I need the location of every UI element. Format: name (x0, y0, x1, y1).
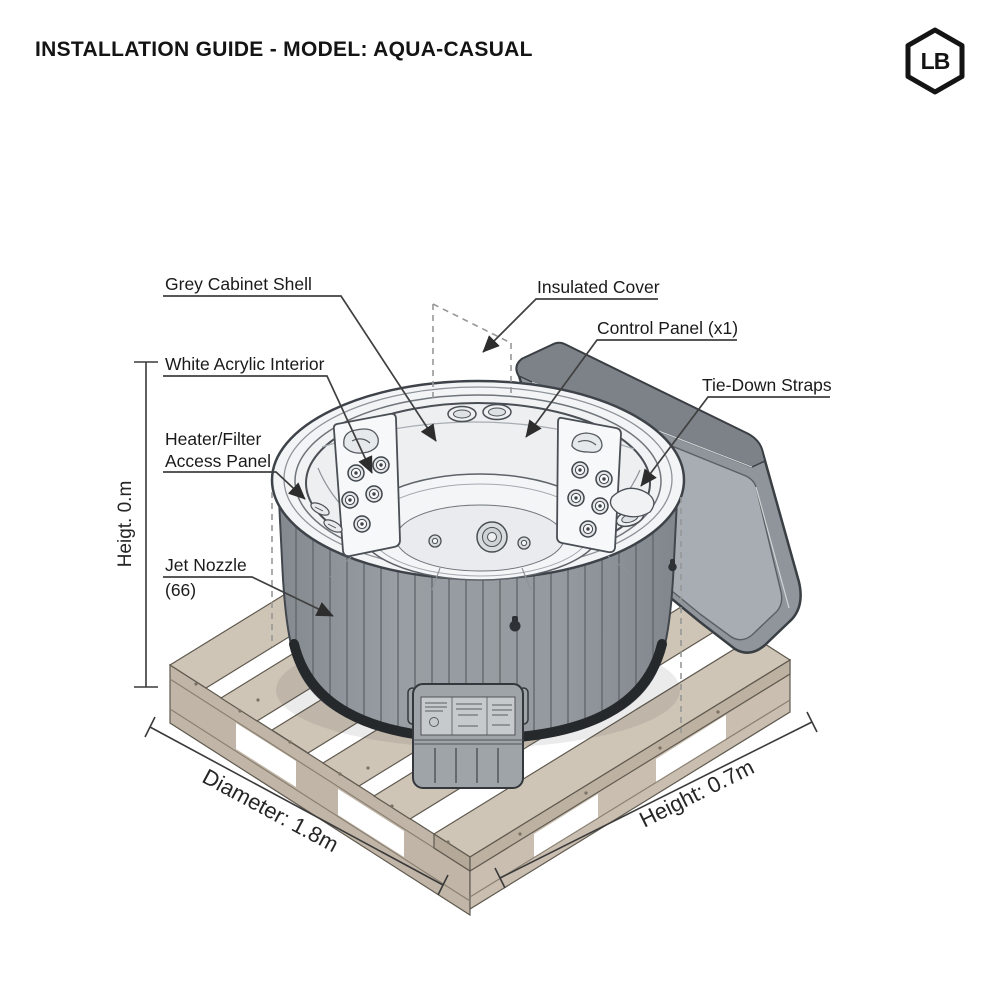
drain-knob (509, 559, 677, 632)
pallet-notch (338, 789, 404, 857)
dimension-height-left: Heigt. 0.m (115, 361, 158, 688)
pallet-notch (656, 715, 726, 783)
callout-grey-cabinet-shell: Grey Cabinet Shell (165, 274, 312, 294)
callout-white-acrylic-interior: White Acrylic Interior (165, 354, 325, 374)
height-left-label: Heigt. 0.m (115, 481, 136, 568)
callout-insulated-cover: Insulated Cover (537, 277, 660, 297)
callout-leaders (163, 295, 830, 617)
spec-label-fineprint (425, 702, 512, 727)
leader-control-panel (525, 339, 737, 438)
control-panel-box (407, 683, 529, 789)
headrest (571, 432, 603, 454)
callout-heater-filter-line2: Access Panel (165, 451, 271, 471)
pallet-notch (236, 723, 296, 787)
control-panel-slats (434, 748, 499, 783)
left-jet-panel (332, 412, 401, 558)
pallet-notch (534, 794, 598, 858)
floor-jets (428, 521, 531, 553)
leader-insulated-cover (482, 298, 658, 353)
callout-tie-down-straps: Tie-Down Straps (702, 375, 832, 395)
pallet-board-edge (469, 658, 791, 873)
callout-control-panel: Control Panel (x1) (597, 318, 738, 338)
leader-grey-cabinet-shell (163, 295, 437, 442)
hexagon-logo-icon (905, 27, 965, 95)
logo-text: LB (921, 48, 950, 74)
heater-area-detail (310, 502, 343, 533)
leader-jet-nozzle (163, 576, 334, 617)
callout-jet-nozzle-line2: (66) (165, 580, 196, 600)
leader-heater-filter (163, 471, 306, 500)
hot-tub-illustration (270, 379, 686, 745)
dashed-guides (271, 303, 682, 733)
pallet-nail-dots (194, 682, 720, 844)
jet-nozzles-right (567, 461, 613, 538)
leader-tie-down-straps (640, 396, 830, 487)
leader-white-acrylic-interior (163, 375, 373, 474)
page-title: INSTALLATION GUIDE - MODEL: AQUA-CASUAL (35, 38, 533, 61)
brand-logo: LB (905, 27, 965, 95)
tie-down-strap-detail (609, 487, 655, 518)
acrylic-interior (305, 402, 655, 591)
callout-heater-filter-line1: Heater/Filter (165, 429, 261, 449)
callout-jet-nozzle-line1: Jet Nozzle (165, 555, 247, 575)
cover-ridge-band (515, 342, 766, 468)
cover-position-guide (432, 303, 512, 398)
right-jet-panel (556, 416, 622, 554)
headrest (343, 428, 379, 454)
